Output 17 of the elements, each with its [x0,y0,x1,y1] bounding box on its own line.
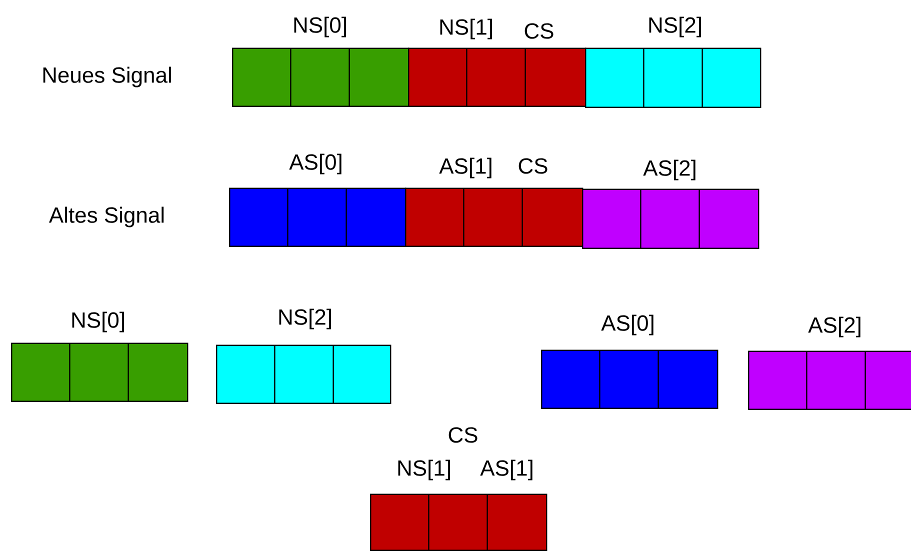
block-label: AS[0] [601,314,654,336]
row-label: Altes Signal [48,206,164,228]
block-label: NS[1] [440,18,492,40]
block-label: AS[1] [439,158,492,178]
block-label: AS[2] [808,316,860,338]
block-label: NS[2] [279,308,331,330]
block-label: CS [518,158,548,174]
block-label: NS[2] [649,16,701,38]
block-label: AS[2] [643,160,696,180]
block-label: NS[0] [72,312,124,332]
row-label: Neues Signal [43,66,171,88]
block-label: AS[0] [289,154,342,174]
block-label: NS[0] [294,16,346,38]
block-label: AS[1] [480,460,532,480]
block-label: NS[1] [398,460,450,480]
block-label: CS [448,427,478,443]
block-label: CS [524,23,554,39]
